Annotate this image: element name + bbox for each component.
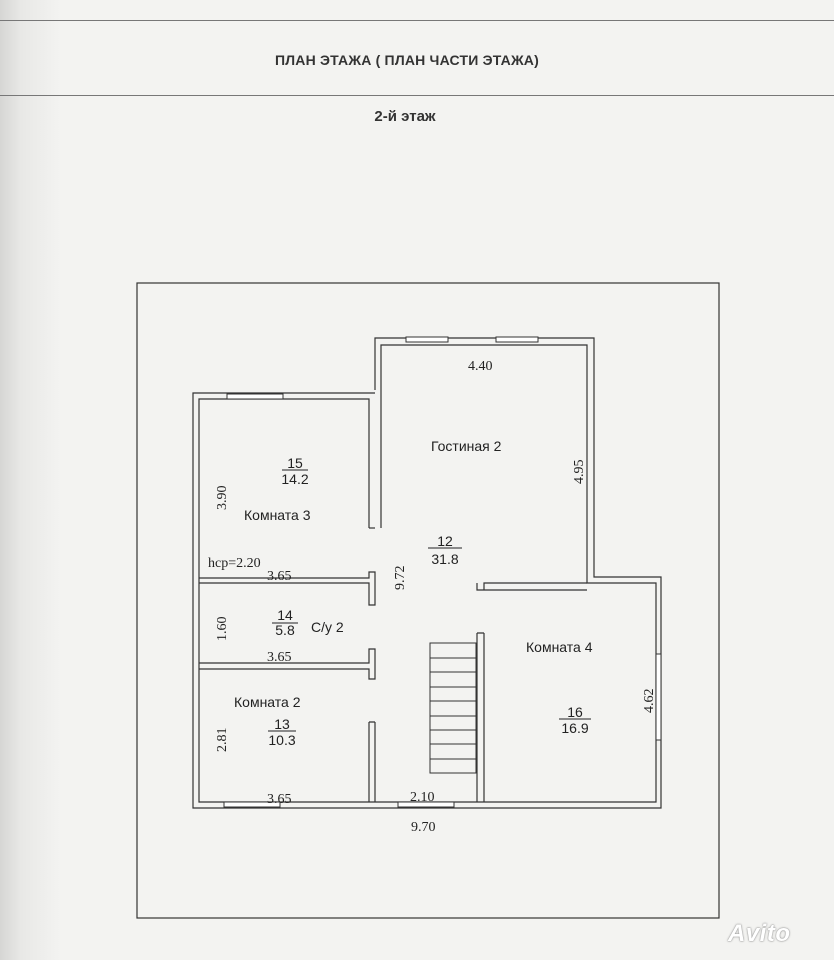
dim-room3-height: 3.90 bbox=[215, 486, 230, 511]
room-number-komnata4: 16 bbox=[567, 704, 583, 720]
room-name-living: Гостиная 2 bbox=[431, 438, 502, 454]
dim-room4-height: 4.62 bbox=[642, 689, 657, 714]
avito-watermark: Avito bbox=[728, 920, 791, 947]
header-rule-top bbox=[0, 20, 834, 21]
room-area-komnata4: 16.9 bbox=[561, 720, 588, 736]
room-area-su2: 5.8 bbox=[275, 622, 295, 638]
room-name-komnata4: Комната 4 bbox=[526, 639, 593, 655]
partition-room4 bbox=[476, 582, 587, 591]
stairs bbox=[429, 642, 477, 774]
dim-living-top: 4.40 bbox=[468, 359, 493, 374]
plan-frame bbox=[136, 282, 720, 919]
dim-room2-height: 2.81 bbox=[215, 728, 230, 753]
room-area-komnata3: 14.2 bbox=[281, 471, 308, 487]
room-area-living: 31.8 bbox=[431, 551, 458, 567]
partition-bath bbox=[199, 648, 376, 680]
room-number-living: 12 bbox=[437, 533, 453, 549]
dim-room2-width: 3.65 bbox=[267, 792, 292, 807]
dim-living-right: 4.95 bbox=[572, 460, 587, 485]
room-number-su2: 14 bbox=[277, 607, 293, 623]
room-name-komnata3: Комната 3 bbox=[244, 507, 311, 523]
partition-room3 bbox=[199, 571, 376, 606]
page-edge-shadow bbox=[0, 0, 60, 960]
dim-ceiling-height: hср=2.20 bbox=[208, 556, 261, 571]
windows bbox=[223, 336, 662, 808]
wall-room4-west bbox=[476, 632, 485, 802]
dim-room3-width: 3.65 bbox=[267, 569, 292, 584]
dim-total-width: 9.70 bbox=[411, 820, 436, 835]
dim-living-height: 9.72 bbox=[393, 566, 408, 591]
plan-title: ПЛАН ЭТАЖА ( ПЛАН ЧАСТИ ЭТАЖА) bbox=[275, 52, 539, 68]
header-rule-bottom bbox=[0, 95, 834, 96]
fraction-bars bbox=[268, 469, 591, 732]
dim-door-width: 2.10 bbox=[410, 790, 435, 805]
room-name-komnata2: Комната 2 bbox=[234, 694, 301, 710]
dim-bath-height: 1.60 bbox=[215, 617, 230, 642]
walls bbox=[192, 337, 662, 809]
room-area-komnata2: 10.3 bbox=[268, 732, 295, 748]
outer-wall-outline bbox=[192, 337, 662, 809]
dim-bath-width: 3.65 bbox=[267, 650, 292, 665]
floor-label: 2-й этаж bbox=[374, 108, 436, 125]
room-name-su2: С/у 2 bbox=[311, 619, 344, 635]
room-number-komnata2: 13 bbox=[274, 716, 290, 732]
wall-room2-east bbox=[368, 721, 376, 802]
room-number-komnata3: 15 bbox=[287, 455, 303, 471]
